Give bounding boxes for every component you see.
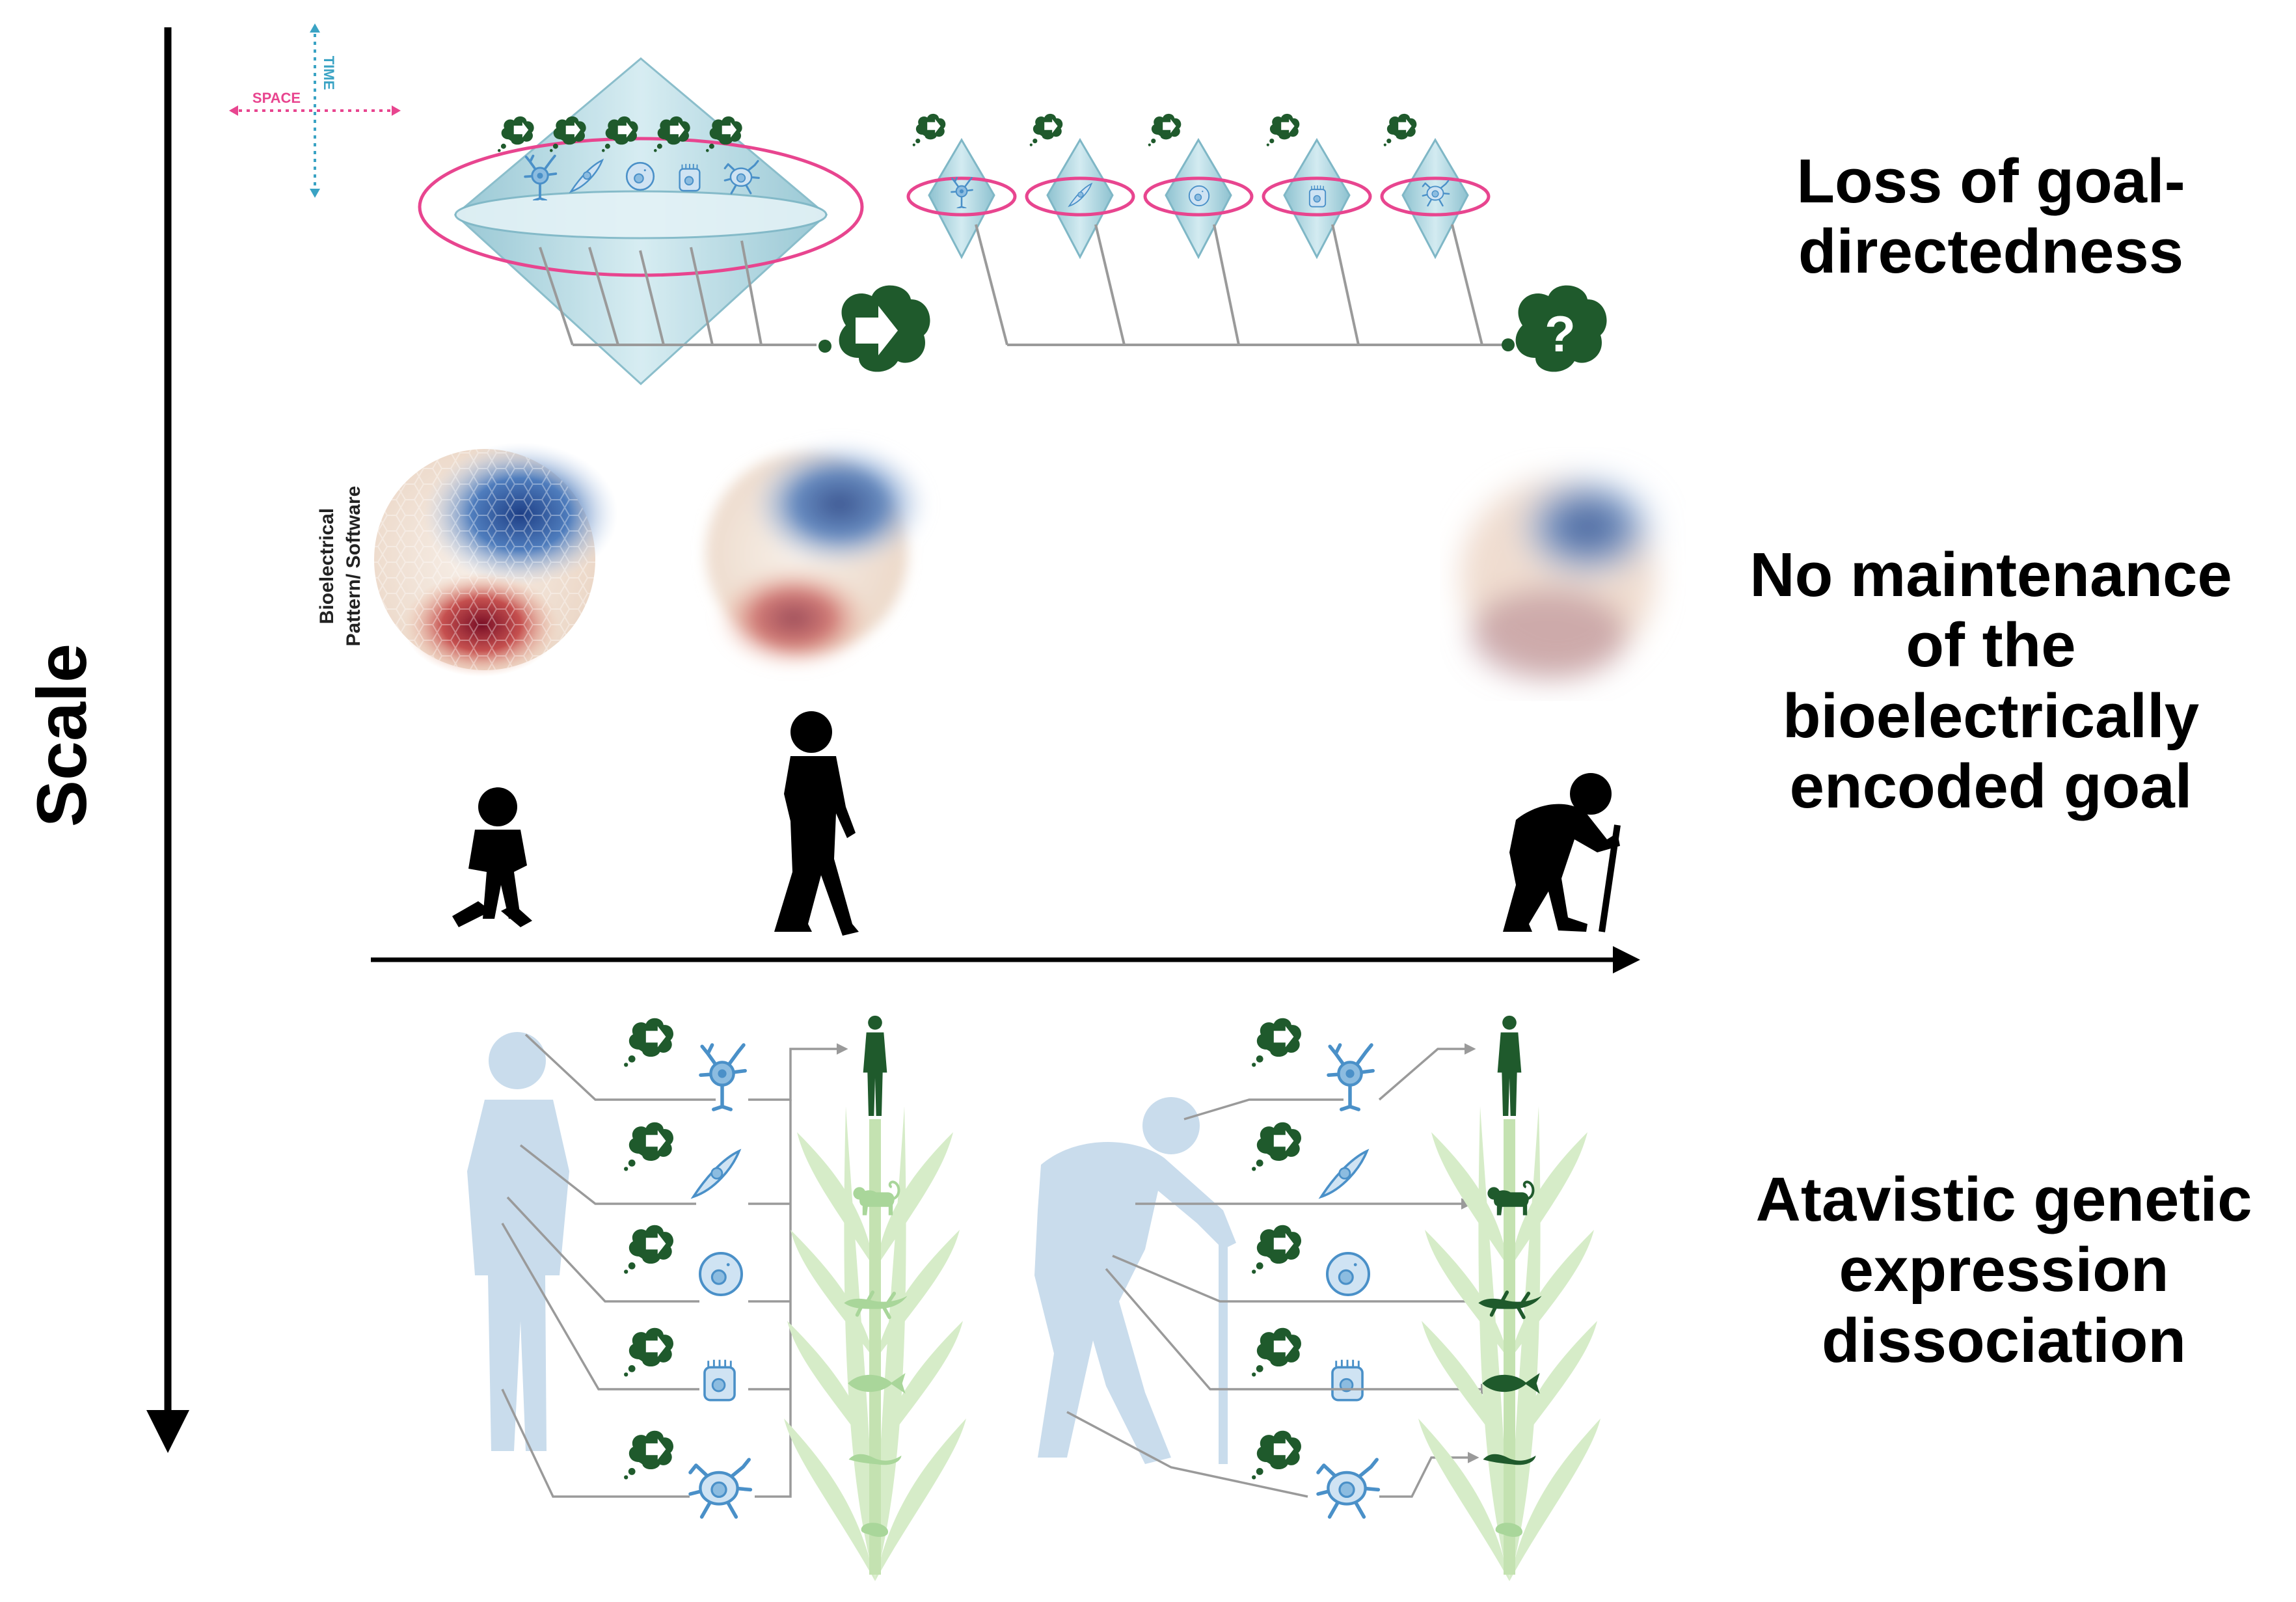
jar-cell-icon bbox=[679, 163, 701, 192]
spindle-cell-icon bbox=[692, 1150, 740, 1198]
svg-text:?: ? bbox=[1545, 305, 1576, 362]
glial-cell-icon bbox=[1318, 1459, 1378, 1517]
elder-silhouette-icon bbox=[1503, 773, 1621, 932]
thought-cloud-icon bbox=[624, 1225, 673, 1274]
scale-axis-label: Scale bbox=[22, 644, 101, 827]
adult-silhouette-icon bbox=[774, 711, 859, 936]
row-label-line: Loss of goal- bbox=[1796, 146, 2185, 216]
thought-cloud-icon bbox=[624, 1122, 673, 1171]
collective-goal-icon bbox=[818, 285, 930, 372]
row-label-line: Atavistic genetic bbox=[1755, 1165, 2252, 1234]
time-label: TIME bbox=[321, 56, 337, 90]
round-cell-icon bbox=[1188, 185, 1210, 207]
space-label: SPACE bbox=[252, 90, 301, 106]
round-cell-icon bbox=[699, 1252, 743, 1296]
right-evolution-tree bbox=[1418, 1106, 1600, 1581]
individual-cone bbox=[1143, 113, 1254, 260]
thought-cloud-icon bbox=[1252, 1122, 1301, 1171]
row-label-goal: Loss of goal- directedness bbox=[1679, 146, 2296, 288]
child-silhouette-icon bbox=[452, 787, 532, 927]
round-cell-icon bbox=[625, 161, 655, 191]
row-label-bioelectric: No maintenance of the bioelectrically en… bbox=[1679, 540, 2296, 822]
thought-cloud-icon bbox=[1383, 113, 1417, 146]
human-icon bbox=[863, 1015, 887, 1116]
thought-cloud-icon bbox=[912, 113, 946, 146]
space-time-legend: SPACE TIME bbox=[229, 23, 401, 198]
thought-cloud-icon bbox=[624, 1327, 673, 1377]
collective-cone-group bbox=[418, 57, 930, 386]
individual-cone bbox=[906, 113, 1017, 260]
row-label-line: directedness bbox=[1798, 217, 2184, 287]
bioelectric-pattern-young bbox=[374, 442, 618, 677]
row-label-line: of the bbox=[1906, 610, 2076, 681]
spindle-cell-icon bbox=[1320, 1150, 1368, 1198]
thought-cloud-icon bbox=[1252, 1225, 1301, 1274]
row-label-line: bioelectrically bbox=[1782, 681, 2200, 751]
question-mark-icon: ? bbox=[1502, 285, 1607, 372]
thought-cloud-icon bbox=[1029, 113, 1063, 146]
thought-cloud-icon bbox=[624, 1430, 673, 1480]
row-label-line: dissociation bbox=[1821, 1305, 2187, 1376]
young-human-figure bbox=[467, 1032, 569, 1451]
bioelectric-label-line2: Pattern/ Software bbox=[343, 486, 364, 647]
individual-cones-group: ? bbox=[906, 113, 1607, 372]
jar-cell-icon bbox=[703, 1358, 736, 1402]
glial-cell-icon bbox=[690, 1459, 750, 1517]
jar-cell-icon bbox=[1330, 1358, 1364, 1402]
bioelectric-pattern-elder bbox=[1461, 468, 1666, 680]
thought-cloud-icon bbox=[1252, 1018, 1301, 1067]
thought-cloud-icon bbox=[1148, 113, 1182, 146]
elder-human-figure bbox=[1034, 1097, 1236, 1464]
row-label-line: No maintenance bbox=[1749, 540, 2232, 610]
jar-cell-icon bbox=[1308, 185, 1327, 208]
thought-cloud-icon bbox=[1252, 1430, 1301, 1480]
row-label-atavistic: Atavistic genetic expression dissociatio… bbox=[1692, 1165, 2296, 1376]
individual-cone bbox=[1025, 113, 1135, 260]
bioelectric-label-line1: Bioelectrical bbox=[316, 508, 338, 624]
thought-cloud-icon bbox=[1252, 1327, 1301, 1377]
row-label-line: expression bbox=[1839, 1235, 2169, 1305]
row-label-line: encoded goal bbox=[1789, 752, 2193, 822]
round-cell-icon bbox=[1326, 1252, 1370, 1296]
left-evolution-tree bbox=[784, 1106, 966, 1581]
bioelectric-pattern-adult bbox=[706, 439, 930, 670]
individual-cone bbox=[1262, 113, 1372, 260]
right-cell-column bbox=[1252, 1018, 1378, 1517]
human-icon bbox=[1497, 1015, 1522, 1116]
left-cell-column bbox=[624, 1018, 750, 1517]
thought-cloud-icon bbox=[624, 1018, 673, 1067]
thought-cloud-icon bbox=[1266, 113, 1300, 146]
collective-boundary-ring bbox=[418, 137, 864, 277]
individual-cone bbox=[1380, 113, 1491, 260]
